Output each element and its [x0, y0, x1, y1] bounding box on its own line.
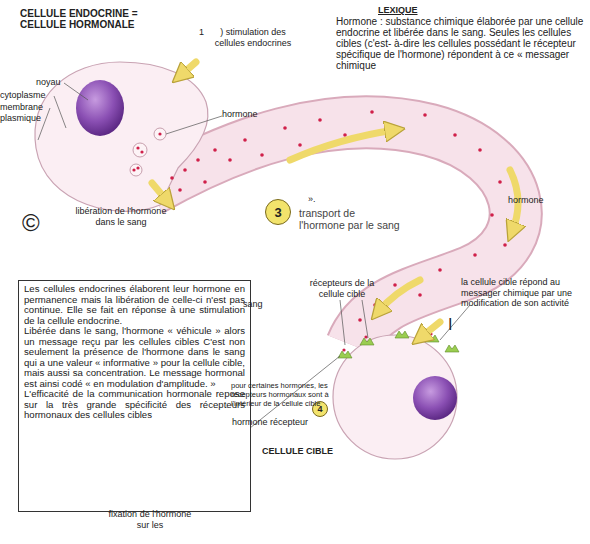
target-cell	[333, 335, 457, 459]
note-label: pour certaines hormones, les récepteurs …	[231, 381, 357, 408]
glossary-heading: LEXIQUE	[378, 5, 428, 16]
part-label: fixation de l'hormone sur les	[108, 509, 192, 530]
part-label: hormone	[508, 195, 558, 206]
text-fragment: ».	[308, 194, 328, 205]
receptors	[338, 331, 459, 358]
step-label: libération de l'hormone dans le sang	[66, 206, 176, 227]
callout-number: 1	[199, 27, 209, 38]
cell-nucleus	[76, 80, 124, 136]
heading-label: CELLULE CIBLE	[262, 446, 362, 457]
part-label: noyau	[36, 77, 76, 88]
part-label: membrane plasmique	[0, 102, 52, 123]
callout-circle: 3	[265, 199, 291, 225]
part-label: sang	[243, 299, 273, 310]
note-text: L'efficacité de la communication hormona…	[24, 389, 245, 421]
heading-label: CELLULE ENDOCRINE = CELLULE HORMONALE	[20, 8, 150, 30]
endocrine-cell	[35, 62, 208, 211]
callout-number: 3	[274, 205, 281, 220]
part-label: hormone récepteur	[232, 417, 322, 428]
part-label: hormone	[222, 109, 272, 120]
note-text: Libérée dans le sang, l'hormone « véhicu…	[24, 326, 245, 389]
glossary-text: Hormone : substance chimique élaborée pa…	[336, 16, 586, 71]
step-label: ) stimulation des cellules endocrines	[212, 27, 294, 48]
note-box: Les cellules endocrines élaborent leur h…	[18, 280, 251, 512]
part-label: récepteurs de la cellule cible	[300, 278, 384, 299]
part-label: cytoplasme	[0, 90, 60, 101]
vesicles	[130, 128, 166, 176]
text-fragment: I	[448, 316, 458, 334]
copyright-mark: ©	[22, 210, 52, 236]
step-label: la cellule cible répond au messager chim…	[461, 277, 587, 309]
step-label: transport de l'hormone par le sang	[299, 207, 401, 231]
note-text: Les cellules endocrines élaborent leur h…	[24, 284, 245, 326]
target-nucleus	[413, 376, 457, 420]
